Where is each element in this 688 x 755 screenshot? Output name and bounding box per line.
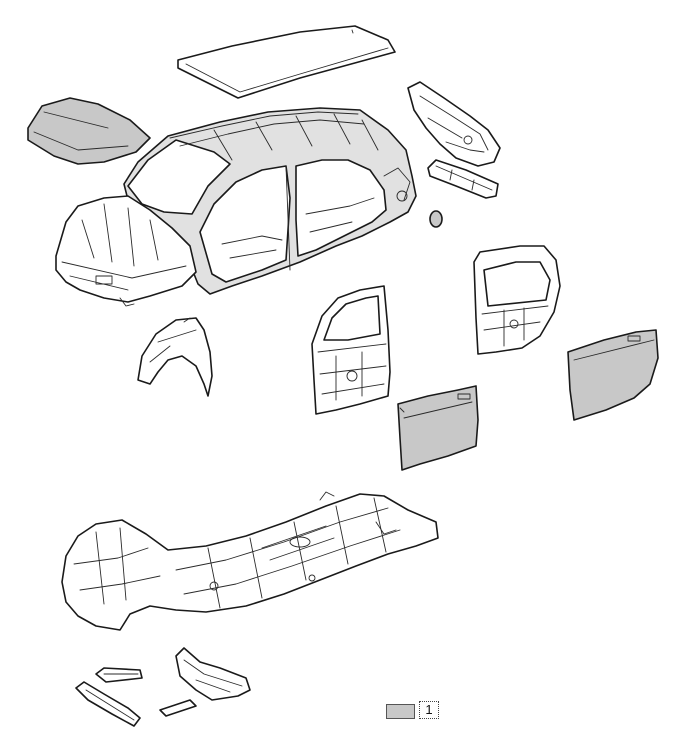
body-side-frame [123,107,417,295]
front-end-structure [55,195,197,307]
hood-panel [27,97,151,165]
rear-door-inner-panel [473,245,561,355]
tailgate-inner-panel [407,81,501,167]
rear-bumper-beam [427,159,499,199]
rear-door-outer-panel [567,329,659,421]
fuel-filler-door [429,210,443,228]
front-door-outer-panel [397,385,479,471]
front-fender [137,317,213,397]
front-door-inner-panel [311,285,391,415]
underbody-floor-assembly [61,491,439,631]
legend-label: 1 [419,701,439,719]
front-crossmember-rails [75,647,251,727]
legend-swatch [386,704,415,719]
roof-panel [177,25,396,99]
